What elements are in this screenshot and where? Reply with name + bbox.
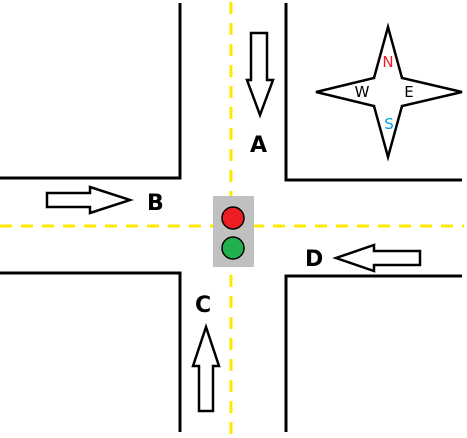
arrow-north-icon — [191, 323, 221, 413]
approach-labels: A B C D — [147, 133, 323, 318]
compass-rose: N E S W — [315, 22, 463, 162]
approach-label-d: D — [305, 247, 323, 272]
approach-label-a: A — [250, 133, 267, 158]
curb-northwest — [0, 3, 182, 180]
compass-south-label: S — [384, 115, 394, 133]
arrow-east-icon — [45, 185, 135, 215]
compass-west-label: W — [355, 83, 370, 101]
compass-north-label: N — [382, 53, 393, 71]
compass-east-label: E — [404, 83, 413, 101]
curb-southeast — [284, 274, 462, 432]
traffic-light-green-lamp — [221, 236, 245, 260]
approach-label-c: C — [195, 293, 211, 318]
traffic-light — [213, 196, 254, 267]
arrow-west-icon — [332, 243, 422, 273]
curb-southwest — [0, 271, 182, 432]
arrow-south-icon — [245, 31, 275, 119]
approach-label-b: B — [147, 191, 164, 216]
compass-star-icon — [315, 22, 463, 162]
road-edges — [0, 3, 462, 432]
traffic-light-red-lamp — [221, 206, 245, 230]
curb-northeast — [284, 3, 462, 182]
direction-arrows — [45, 31, 422, 413]
